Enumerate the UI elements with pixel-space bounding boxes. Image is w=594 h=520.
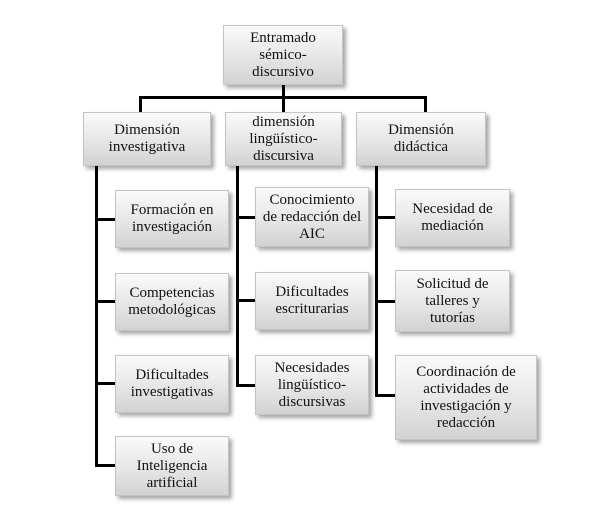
elbow-2-3 <box>236 384 255 387</box>
child-node: Formación en investigación <box>115 190 229 248</box>
child-line: Uso de <box>150 440 194 457</box>
branch-title-line: Dimensión <box>114 122 180 138</box>
spine-1 <box>95 166 98 467</box>
child-line: Inteligencia <box>136 457 208 474</box>
child-node: Dificultades escriturarias <box>255 272 369 330</box>
branch-title-line: dimensión <box>252 113 315 130</box>
child-line: Conocimiento <box>269 191 355 208</box>
elbow-3-1 <box>375 216 395 219</box>
child-line: Dificultades <box>135 367 209 383</box>
child-line: Dificultades <box>275 284 349 300</box>
child-line: Coordinación de <box>416 363 516 380</box>
branch-drop-3 <box>424 96 427 112</box>
child-line: investigación y <box>420 397 512 414</box>
elbow-2-1 <box>236 216 255 219</box>
elbow-2-2 <box>236 299 255 302</box>
child-line: lingüístico- <box>277 376 347 393</box>
branch-title-line: lingüístico- <box>249 130 318 147</box>
branch-title-line: investigativa <box>108 139 186 155</box>
branch-node-didactica: Dimensión didáctica <box>356 112 486 166</box>
elbow-1-1 <box>95 218 115 221</box>
branch-drop-1 <box>139 96 142 112</box>
child-line: redacción <box>436 414 496 431</box>
branch-node-linguistico: dimensión lingüístico- discursiva <box>225 112 342 166</box>
branch-node-investigativa: Dimensión investigativa <box>83 112 211 166</box>
child-line: Formación en <box>130 202 214 218</box>
child-line: investigación <box>132 219 212 235</box>
elbow-3-2 <box>375 300 395 303</box>
root-line: Entramado <box>250 29 316 46</box>
child-node: Necesidades lingüístico- discursivas <box>255 355 369 415</box>
elbow-1-3 <box>95 382 115 385</box>
child-line: Necesidades <box>274 359 350 376</box>
child-line: talleres y <box>425 292 480 309</box>
child-line: Solicitud de <box>416 275 489 292</box>
elbow-1-2 <box>95 300 115 303</box>
child-line: Competencias <box>129 285 215 301</box>
child-node: Conocimiento de redacción del AIC <box>255 187 369 247</box>
child-line: investigativas <box>130 384 214 400</box>
elbow-1-4 <box>95 464 115 467</box>
child-node: Necesidad de mediación <box>395 189 510 247</box>
branch-title-line: didáctica <box>393 139 449 155</box>
root-line: discursivo <box>252 63 314 80</box>
child-line: actividades de <box>423 380 509 397</box>
child-line: discursivas <box>278 393 346 410</box>
root-connector <box>282 85 285 99</box>
branch-title-line: discursiva <box>253 147 314 164</box>
child-node: Coordinación de actividades de investiga… <box>395 355 537 440</box>
spine-2 <box>236 166 239 387</box>
child-line: tutorías <box>429 309 475 326</box>
spine-3 <box>375 166 378 397</box>
child-line: Necesidad de <box>412 201 493 217</box>
child-node: Dificultades investigativas <box>115 355 229 413</box>
branch-drop-2 <box>282 96 285 112</box>
root-node: Entramado sémico- discursivo <box>223 25 343 85</box>
child-line: mediación <box>421 218 484 234</box>
root-line: sémico- <box>259 46 307 63</box>
child-line: artificial <box>146 474 198 491</box>
child-line: metodológicas <box>128 302 216 318</box>
child-line: de redacción del <box>262 208 362 225</box>
child-node: Uso de Inteligencia artificial <box>115 436 229 496</box>
child-node: Solicitud de talleres y tutorías <box>395 270 510 332</box>
child-node: Competencias metodológicas <box>115 273 229 331</box>
child-line: escriturarias <box>275 301 349 317</box>
child-line: AIC <box>299 225 325 242</box>
elbow-3-3 <box>375 394 395 397</box>
branch-title-line: Dimensión <box>388 122 454 138</box>
